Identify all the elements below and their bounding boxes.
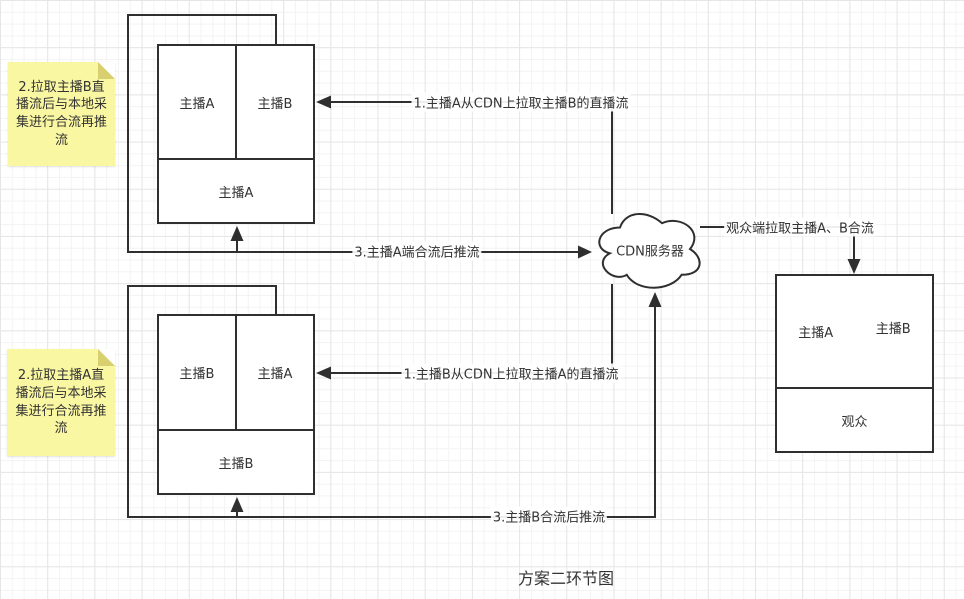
edge-label-push-a[interactable]: 3.主播A端合流后推流 — [352, 241, 482, 261]
edge-pull-a-line[interactable] — [330, 101, 613, 214]
sticky-note-text: 2.拉取主播B直播流后与本地采集进行合流再推流 — [15, 79, 107, 148]
arrowhead-up-icon — [230, 497, 244, 512]
anchor-a-client-box[interactable]: 主播A 主播B 主播A — [157, 44, 315, 224]
diagram-title: 方案二环节图 — [517, 569, 615, 588]
anchor-a-cell-left: 主播A — [179, 96, 215, 112]
edge-label-pull-b[interactable]: 1.主播B从CDN上拉取主播A的直播流 — [401, 363, 621, 383]
edge-push-a-line[interactable] — [127, 14, 579, 253]
arrowhead-up-icon — [648, 292, 662, 307]
viewer-anchor-b-label: 主播B — [875, 322, 911, 337]
edge-label-push-b[interactable]: 3.主播B合流后推流 — [490, 506, 608, 526]
anchor-b-cell-left: 主播B — [179, 367, 215, 382]
edge-push-b[interactable] — [127, 285, 662, 518]
anchor-a-preview-row: 主播A 主播B — [159, 46, 313, 158]
viewer-anchor-a-label: 主播A — [798, 326, 834, 341]
arrowhead-down-icon — [847, 259, 861, 274]
cdn-cloud-shape[interactable] — [598, 213, 701, 289]
viewer-box[interactable]: 主播A 主播B 观众 — [775, 274, 934, 453]
edge-push-b-line[interactable] — [127, 285, 656, 518]
arrowhead-right-icon — [578, 245, 592, 259]
edge-pull-b-line[interactable] — [330, 284, 613, 374]
anchor-b-cell-right: 主播A — [235, 316, 313, 429]
edge-label-viewer-pull[interactable]: 观众端拉取主播A、B合流 — [724, 217, 876, 237]
viewer-audience-cell: 观众 — [777, 387, 932, 451]
arrowhead-left-icon — [316, 95, 331, 109]
anchor-b-local-cell: 主播B — [159, 429, 313, 493]
edge-pull-a[interactable] — [316, 95, 613, 215]
anchor-b-preview-row: 主播B 主播A — [159, 316, 313, 429]
arrowhead-up-icon — [230, 226, 244, 241]
sticky-note-text: 2.拉取主播A直播流后与本地采集进行合流再推流 — [15, 368, 107, 437]
anchor-b-client-box[interactable]: 主播B 主播A 主播B — [157, 314, 315, 495]
sticky-note-anchor-a[interactable]: 2.拉取主播B直播流后与本地采集进行合流再推流 — [8, 62, 115, 166]
anchor-a-cell-right: 主播B — [235, 46, 313, 158]
arrowhead-left-icon — [316, 366, 331, 380]
sticky-note-anchor-b[interactable]: 2.拉取主播A直播流后与本地采集进行合流再推流 — [7, 349, 115, 456]
cdn-cloud-label[interactable]: CDN服务器 — [616, 244, 684, 260]
edge-push-a[interactable] — [127, 14, 592, 259]
viewer-preview-row: 主播A 主播B — [777, 276, 932, 387]
edge-label-pull-a[interactable]: 1.主播A从CDN上拉取主播B的直播流 — [411, 92, 631, 112]
anchor-a-local-cell: 主播A — [159, 158, 313, 222]
